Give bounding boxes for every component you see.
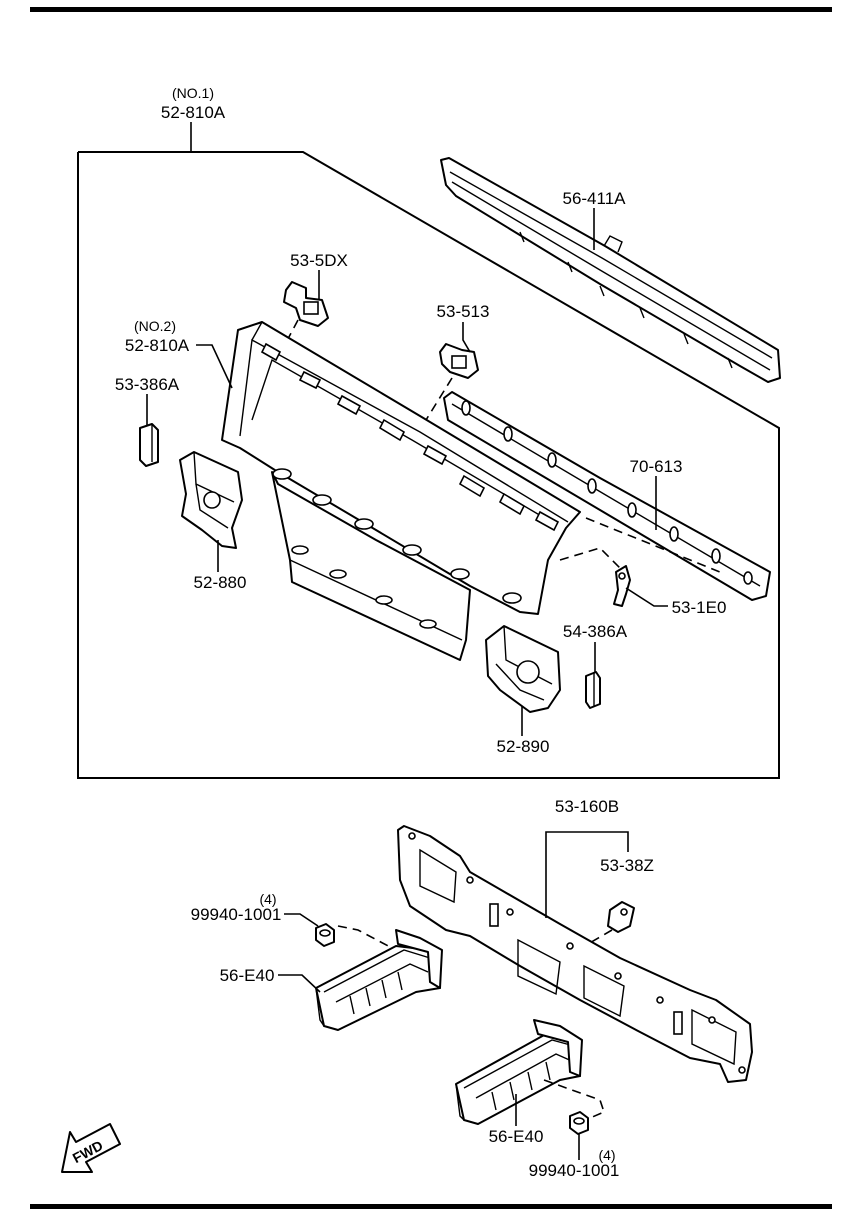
dash-53-5DX bbox=[281, 319, 299, 351]
part-52-890[interactable] bbox=[485, 625, 561, 713]
bottom-rule bbox=[30, 1204, 832, 1209]
part-53-38Z[interactable] bbox=[607, 901, 635, 933]
label-56-411A: 56-411A bbox=[562, 189, 626, 208]
dash-53-1E0-a bbox=[559, 547, 621, 569]
label-52-810A-no1: 52-810A bbox=[161, 103, 226, 122]
part-53-1E0[interactable] bbox=[613, 565, 631, 607]
label-53-1E0: 53-1E0 bbox=[672, 598, 727, 617]
part-56-E40-upper[interactable] bbox=[315, 929, 443, 1031]
label-53-5DX: 53-5DX bbox=[290, 251, 348, 270]
label-99940-1001-lower: 99940-1001 bbox=[529, 1161, 620, 1180]
leader-53-160B bbox=[545, 831, 629, 918]
part-99940-1001-upper[interactable] bbox=[315, 923, 335, 947]
leader-53-513 bbox=[462, 322, 471, 353]
label-qty-lower: (4) bbox=[598, 1147, 615, 1163]
label-99940-1001-upper: 99940-1001 bbox=[191, 905, 282, 924]
part-53-160B[interactable] bbox=[397, 825, 753, 1083]
label-53-160B: 53-160B bbox=[555, 797, 619, 816]
fwd-arrow-icon: FWD bbox=[61, 1123, 121, 1173]
label-53-386A: 53-386A bbox=[115, 375, 180, 394]
label-no2: (NO.2) bbox=[134, 318, 176, 334]
label-52-810A-no2: 52-810A bbox=[125, 336, 190, 355]
label-56-E40-upper: 56-E40 bbox=[220, 966, 275, 985]
label-53-38Z: 53-38Z bbox=[600, 856, 654, 875]
part-52-810A-no2[interactable] bbox=[221, 321, 581, 661]
label-56-E40-lower: 56-E40 bbox=[489, 1127, 544, 1146]
dash-99940-upper bbox=[337, 925, 393, 949]
part-56-E40-lower[interactable] bbox=[455, 1019, 583, 1125]
top-rule bbox=[30, 7, 832, 12]
dash-53-513 bbox=[425, 377, 453, 421]
label-54-386A: 54-386A bbox=[563, 622, 628, 641]
dash-99940-lower bbox=[543, 1079, 605, 1119]
label-52-890: 52-890 bbox=[497, 737, 550, 756]
part-56-411A[interactable] bbox=[440, 157, 781, 383]
label-53-513: 53-513 bbox=[437, 302, 490, 321]
group-frame bbox=[77, 151, 780, 779]
part-52-880[interactable] bbox=[179, 451, 243, 549]
label-70-613: 70-613 bbox=[630, 457, 683, 476]
leader-52-810A-no2 bbox=[196, 344, 233, 389]
label-52-880: 52-880 bbox=[194, 573, 247, 592]
dash-53-38Z bbox=[587, 929, 613, 945]
part-53-5DX[interactable] bbox=[283, 281, 329, 327]
leader-56-E40-upper bbox=[278, 974, 321, 993]
label-qty-upper: (4) bbox=[259, 891, 276, 907]
part-53-386A[interactable] bbox=[139, 423, 159, 467]
label-no1: (NO.1) bbox=[172, 85, 214, 101]
part-53-513[interactable] bbox=[439, 343, 479, 379]
part-70-613[interactable] bbox=[443, 391, 771, 601]
leader-99940-upper bbox=[284, 913, 319, 927]
leader-53-1E0 bbox=[625, 587, 668, 607]
part-54-386A[interactable] bbox=[585, 671, 601, 709]
dash-53-1E0-b bbox=[585, 517, 721, 573]
part-99940-1001-lower[interactable] bbox=[569, 1111, 589, 1135]
